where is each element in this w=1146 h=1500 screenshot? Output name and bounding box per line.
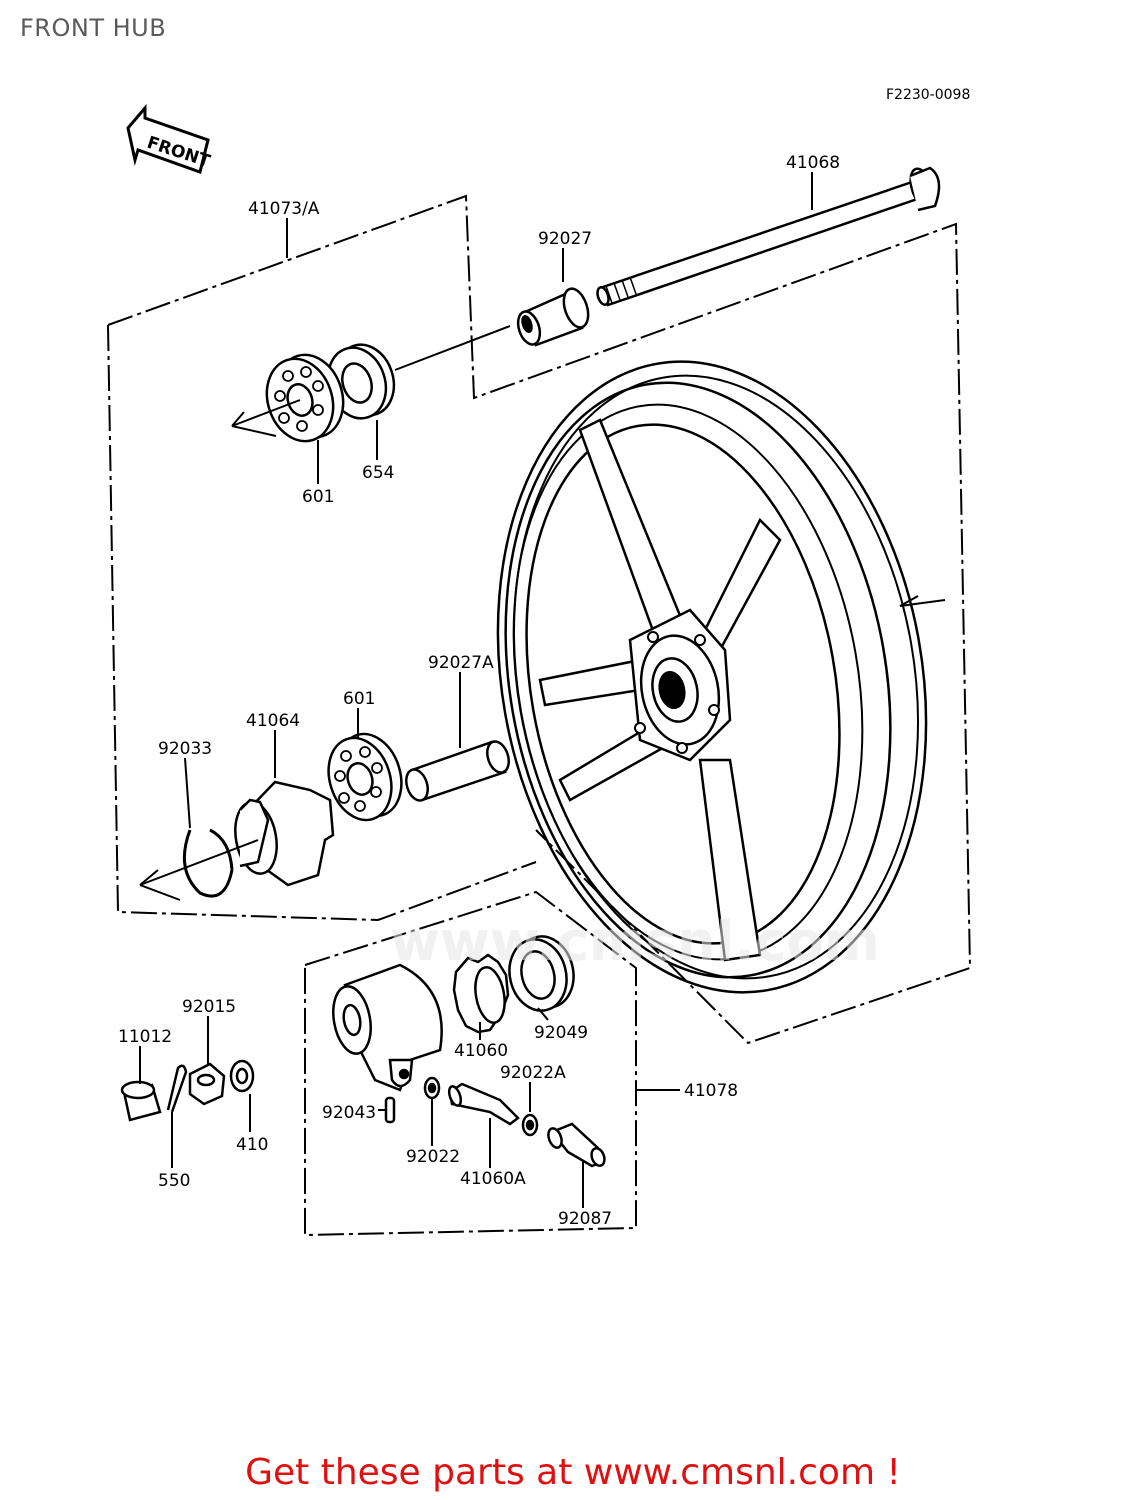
cap-11012 [120, 1080, 162, 1122]
group-outlines [107, 194, 972, 1237]
watermark-text: www.cmsnl.com [390, 910, 880, 973]
part-label-11012: 11012 [118, 1027, 172, 1047]
oil-seal-654 [326, 343, 396, 420]
assembly-arrow-lower [139, 839, 259, 901]
part-label-41060: 41060 [454, 1041, 508, 1061]
washer-92022 [423, 1076, 441, 1100]
leader-lines [139, 172, 813, 1208]
part-label-41064: 41064 [246, 711, 300, 731]
part-label-550: 550 [158, 1171, 190, 1191]
front-hub-diagram: F2230-0098 FRONT [107, 87, 972, 1237]
bushing-92087 [547, 1122, 606, 1168]
part-label-92027a: 92027A [428, 653, 494, 673]
spacer-92027 [516, 287, 590, 347]
part-label-92022a: 92022A [500, 1063, 566, 1083]
circlip-92033 [182, 828, 234, 898]
spacer-92027a [405, 740, 510, 802]
part-label-41078: 41078 [684, 1081, 738, 1101]
front-arrow-icon: FRONT [126, 103, 213, 174]
page-title: FRONT HUB [20, 14, 167, 42]
part-label-41060a: 41060A [460, 1169, 526, 1189]
nut-92015 [188, 1062, 226, 1106]
gear-housing [332, 963, 443, 1092]
cotter-pin-550 [166, 1064, 188, 1113]
part-label-654: 654 [362, 463, 394, 483]
footer-link[interactable]: Get these parts at www.cmsnl.com ! [245, 1452, 901, 1493]
part-label-92049: 92049 [534, 1023, 588, 1043]
rotation-arrow [899, 595, 946, 607]
bearing-601-lower [327, 732, 403, 822]
part-label-92043: 92043 [322, 1103, 376, 1123]
part-label-601-upper: 601 [302, 487, 334, 507]
part-label-92027: 92027 [538, 229, 592, 249]
assembly-arrow-upper [231, 399, 301, 437]
part-label-92033: 92033 [158, 739, 212, 759]
part-label-92015: 92015 [182, 997, 236, 1017]
washer-410 [229, 1059, 255, 1093]
bearing-601-upper [265, 353, 345, 443]
part-label-92022: 92022 [406, 1147, 460, 1167]
part-label-41068: 41068 [786, 153, 840, 173]
wheel-hub [628, 608, 732, 762]
pin-92043 [384, 1096, 396, 1124]
axle-41068 [596, 166, 941, 307]
part-label-92087: 92087 [558, 1209, 612, 1229]
part-label-41073a: 41073/A [248, 199, 320, 219]
oil-seal-92049 [508, 935, 575, 1012]
part-label-410: 410 [236, 1135, 268, 1155]
gear-41060 [452, 953, 510, 1034]
washer-92022a [521, 1113, 539, 1137]
retainer-41064 [234, 780, 335, 887]
wheel-rim [496, 360, 928, 994]
pinion-41060a [447, 1082, 520, 1126]
axle-centerline [394, 325, 511, 371]
part-label-601-lower: 601 [343, 689, 375, 709]
diagram-code: F2230-0098 [886, 87, 970, 103]
